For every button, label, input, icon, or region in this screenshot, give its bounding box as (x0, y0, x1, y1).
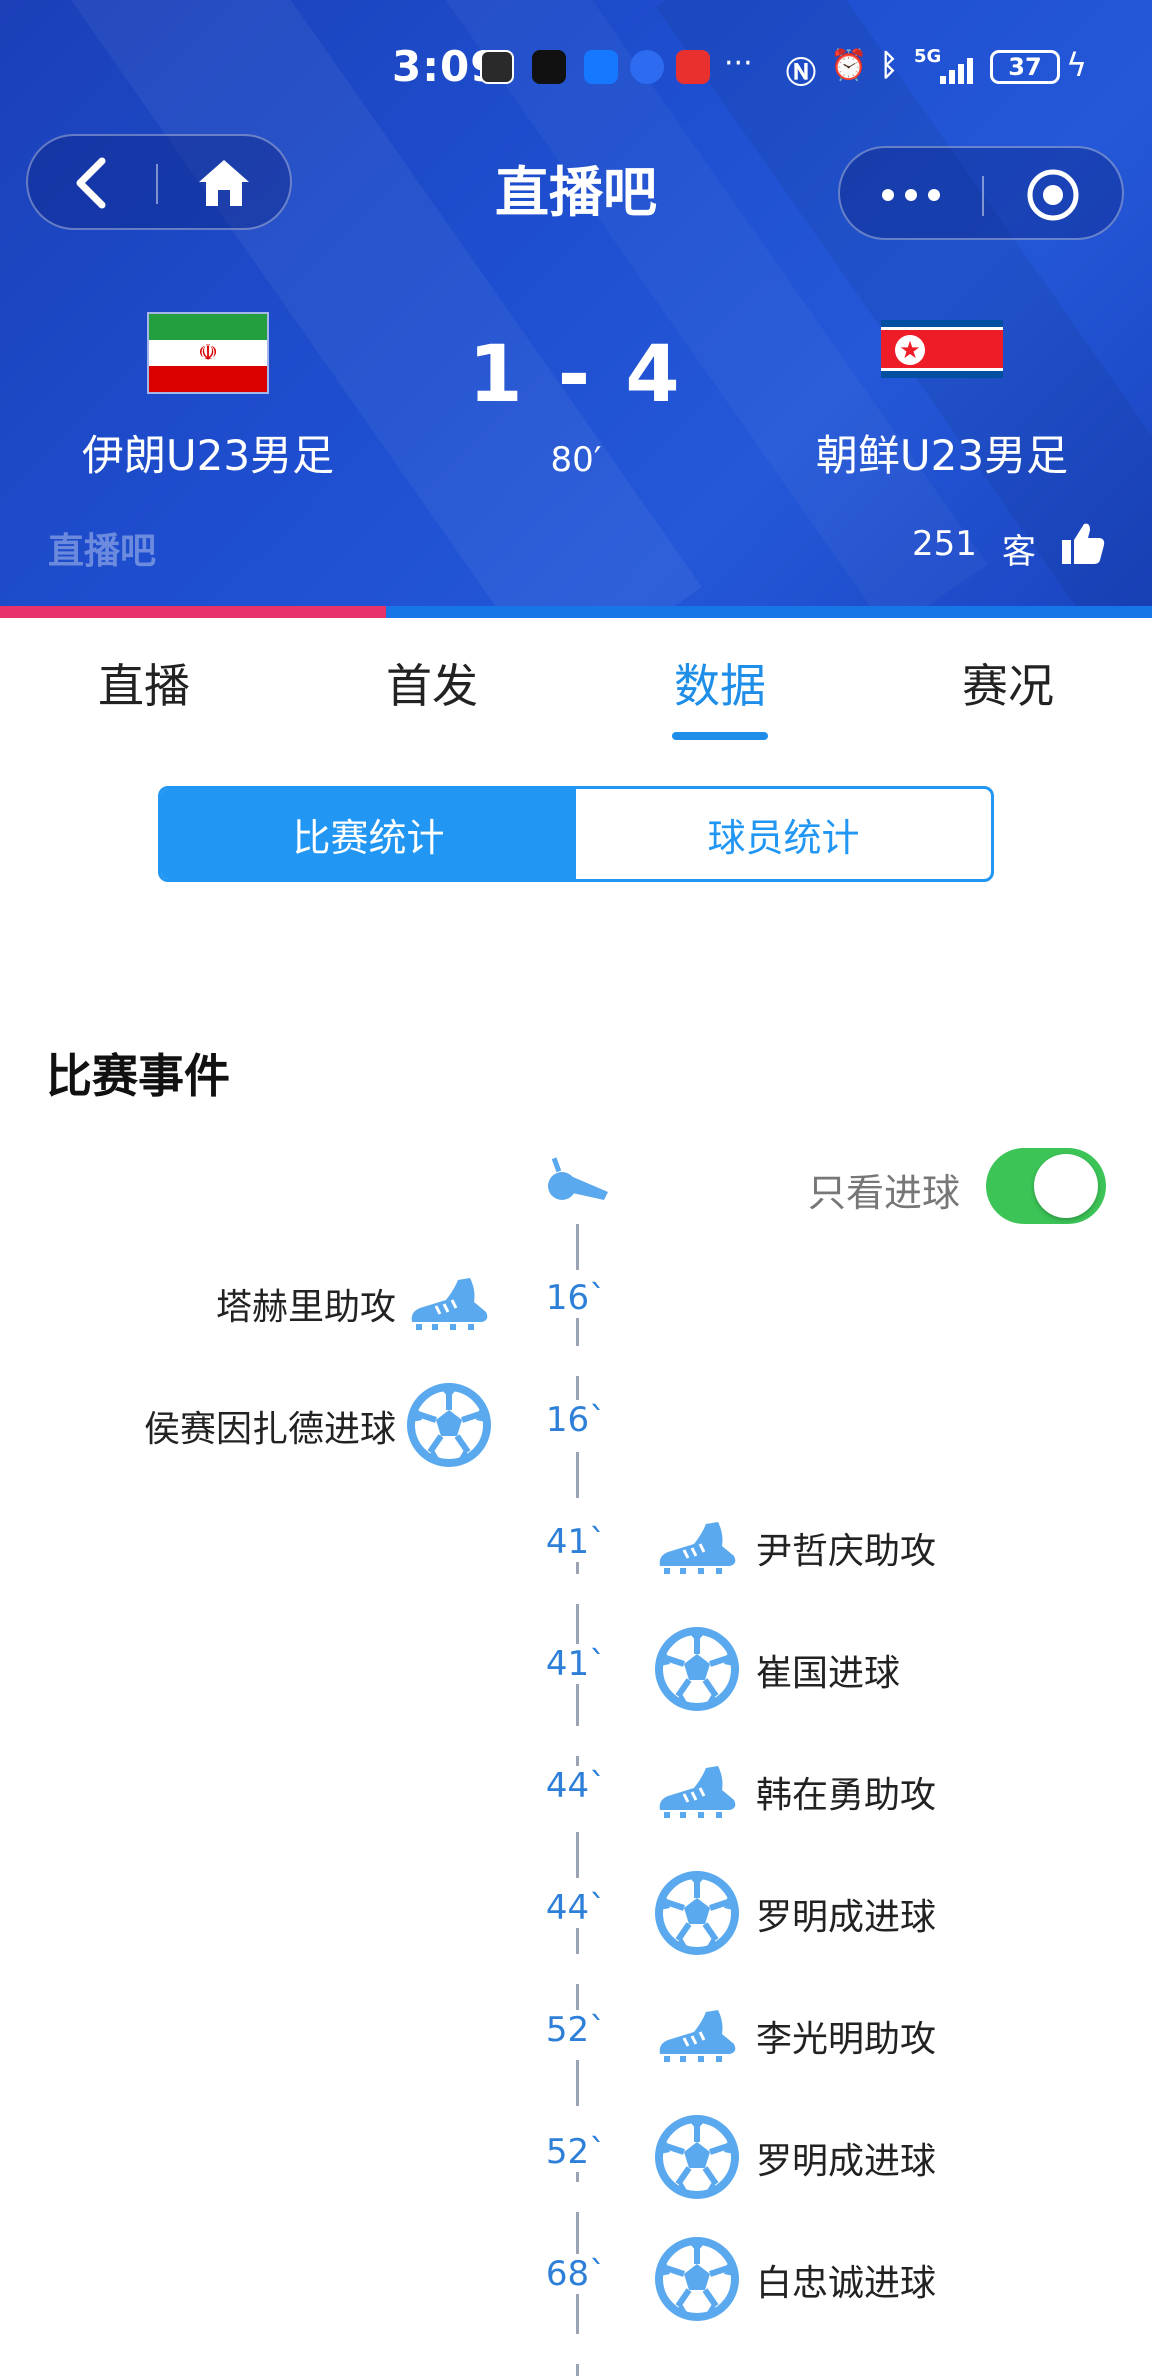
charging-icon: ϟ (1066, 46, 1088, 84)
alipay-notification-icon (584, 50, 618, 84)
tab-label: 赛况 (962, 659, 1054, 713)
nav-capsule-left (26, 134, 292, 230)
event-description: 白忠诚进球 (756, 2263, 937, 2304)
divider (156, 164, 158, 204)
away-team[interactable]: ★ 朝鲜U23男足 (762, 320, 1122, 483)
match-minute: 80′ (550, 440, 602, 480)
app-notification-icon (630, 50, 664, 84)
event-description: 侯赛因扎德进球 (143, 1409, 396, 1450)
flag-emblem: ★ (895, 335, 925, 365)
app-notification-icon (676, 50, 710, 84)
event-row: 塔赫里助攻 16` (0, 1256, 1152, 1356)
event-minute: 52` (528, 2010, 624, 2050)
tab-bar: 直播 首发 数据 赛况 (0, 618, 1152, 748)
nfc-icon: Ⓝ (786, 56, 816, 91)
event-minute: 52` (528, 2132, 624, 2172)
goals-only-filter-label: 只看进球 (808, 1171, 961, 1215)
match-score: 1 - 4 (468, 330, 684, 420)
more-notifications-icon: ··· (724, 46, 753, 81)
app-notification-icon (532, 50, 566, 84)
whistle-icon (548, 1157, 608, 1200)
event-row: 68` 白忠诚进球 (0, 2232, 1152, 2332)
event-row: 52` 罗明成进球 (0, 2110, 1152, 2210)
event-row: 41` 尹哲庆助攻 (0, 1500, 1152, 1600)
stats-segmented-control: 比赛统计 球员统计 (158, 786, 994, 882)
tab-label: 首发 (386, 659, 478, 713)
more-dots-icon (882, 189, 940, 201)
event-description: 罗明成进球 (756, 2141, 937, 2182)
home-icon (199, 160, 249, 206)
match-header: 3:09 ··· Ⓝ ⏰ ᛒ 5G 37 ϟ 直播吧 (0, 0, 1152, 606)
back-button[interactable] (28, 136, 156, 230)
likes-count: 251 (912, 524, 977, 564)
event-minute: 44` (528, 1766, 624, 1806)
event-minute: 41` (528, 1644, 624, 1684)
event-minute: 44` (528, 1888, 624, 1928)
tab-data[interactable]: 数据 (576, 618, 864, 748)
home-ratio-fill (0, 606, 386, 618)
more-options-button[interactable] (840, 148, 982, 242)
close-mini-program-button[interactable] (984, 148, 1122, 242)
soccer-ball-icon (654, 1626, 740, 1712)
chevron-left-icon (76, 157, 106, 209)
bluetooth-icon: ᛒ (880, 48, 898, 83)
soccer-ball-icon (654, 1870, 740, 1956)
boot-icon (658, 1520, 737, 1576)
tab-lineup[interactable]: 首发 (288, 618, 576, 748)
event-row: 52` 李光明助攻 (0, 1988, 1152, 2088)
tab-live[interactable]: 直播 (0, 618, 288, 748)
soccer-ball-icon (406, 1382, 492, 1468)
event-row: 44` 韩在勇助攻 (0, 1744, 1152, 1844)
segment-match-stats[interactable]: 比赛统计 (161, 789, 576, 879)
status-bar: 3:09 ··· Ⓝ ⏰ ᛒ 5G 37 ϟ (0, 0, 1152, 140)
event-row: 44` 罗明成进球 (0, 1866, 1152, 1966)
active-tab-indicator (672, 732, 768, 740)
signal-icon (940, 58, 973, 84)
event-description: 尹哲庆助攻 (756, 1531, 937, 1572)
watermark-logo: 直播吧 (48, 531, 157, 572)
event-row: 41` 崔国进球 (0, 1622, 1152, 1722)
event-description: 韩在勇助攻 (756, 1775, 937, 1816)
goals-only-toggle[interactable] (986, 1148, 1106, 1224)
events-section-title: 比赛事件 (46, 1049, 230, 1103)
battery-icon: 37 (990, 50, 1060, 84)
network-type-icon: 5G (914, 46, 942, 67)
boot-icon (658, 2008, 737, 2064)
boot-icon (658, 1764, 737, 1820)
event-description: 罗明成进球 (756, 1897, 937, 1938)
boot-icon (410, 1276, 489, 1332)
event-row: 侯赛因扎德进球 16` (0, 1378, 1152, 1478)
north-korea-flag-icon: ★ (881, 320, 1003, 378)
alarm-icon: ⏰ (830, 48, 868, 83)
tab-label: 直播 (98, 659, 190, 713)
iran-flag-icon: ☫ (147, 312, 269, 394)
target-circle-icon (1027, 169, 1079, 221)
home-away-ratio-bar (0, 606, 1152, 618)
mini-program-capsule (838, 146, 1124, 240)
likes-unit: 客 (1002, 532, 1036, 572)
page-title: 直播吧 (495, 161, 657, 224)
home-team[interactable]: ☫ 伊朗U23男足 (28, 312, 388, 483)
event-description: 崔国进球 (756, 1653, 901, 1694)
tab-match-report[interactable]: 赛况 (864, 618, 1152, 748)
home-button[interactable] (158, 136, 290, 230)
soccer-ball-icon (654, 2114, 740, 2200)
event-minute: 16` (528, 1400, 624, 1440)
toggle-knob (1034, 1154, 1098, 1218)
segment-player-stats[interactable]: 球员统计 (707, 815, 860, 860)
soccer-ball-icon (654, 2236, 740, 2322)
tab-label: 数据 (674, 659, 766, 713)
event-minute: 16` (528, 1278, 624, 1318)
flag-emblem: ☫ (198, 340, 218, 366)
event-description: 塔赫里助攻 (215, 1287, 396, 1328)
away-team-name: 朝鲜U23男足 (815, 431, 1069, 480)
home-team-name: 伊朗U23男足 (81, 431, 335, 480)
event-minute: 68` (528, 2254, 624, 2294)
divider (982, 176, 984, 216)
app-notification-icon (480, 50, 514, 84)
thumbs-up-icon[interactable] (1060, 520, 1106, 566)
event-description: 李光明助攻 (756, 2019, 937, 2060)
event-minute: 41` (528, 1522, 624, 1562)
